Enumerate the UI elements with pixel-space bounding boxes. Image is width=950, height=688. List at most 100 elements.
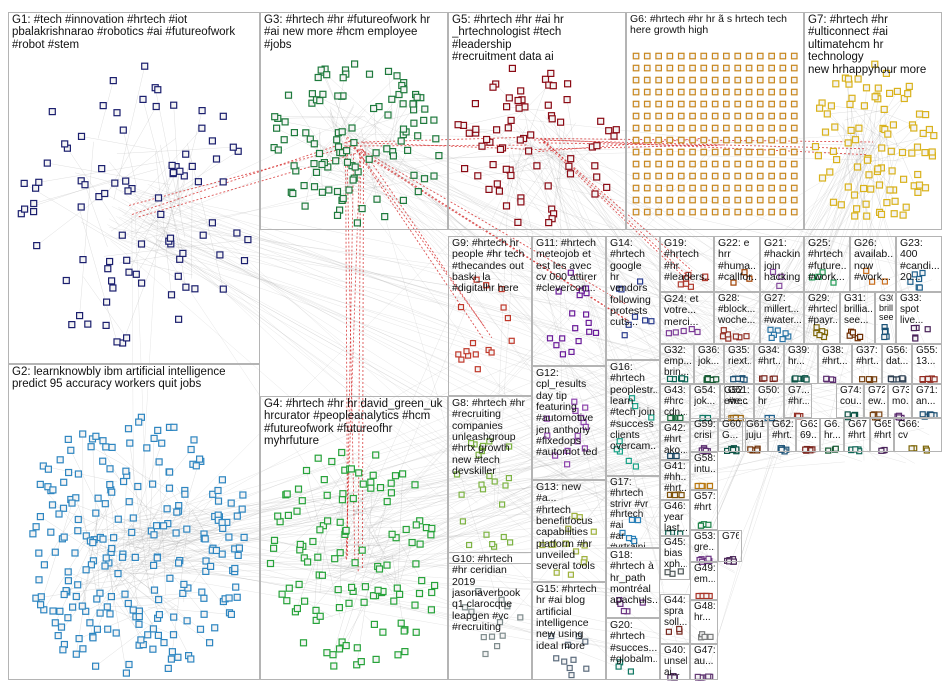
graph-node-g4 <box>304 558 312 566</box>
group-box-g21: G21: #hackin... join hacking... <box>760 236 804 292</box>
graph-node-g4 <box>402 525 410 534</box>
graph-node-g4 <box>387 489 395 497</box>
graph-node-g6 <box>779 208 787 216</box>
graph-node-g2 <box>201 535 209 543</box>
graph-node-g6 <box>768 100 776 108</box>
graph-node-g7 <box>875 181 884 189</box>
graph-node-g5 <box>517 198 525 206</box>
graph-node-g3 <box>273 124 281 132</box>
graph-node-g6 <box>711 172 719 180</box>
graph-node-g9 <box>472 351 479 358</box>
graph-edge <box>556 145 598 181</box>
graph-node-g2 <box>163 505 171 513</box>
graph-edge <box>377 585 435 598</box>
group-label: G61: juju <box>746 420 765 441</box>
graph-node-g4 <box>285 584 293 592</box>
graph-node-g6 <box>734 124 742 132</box>
graph-node-g6 <box>779 52 787 60</box>
graph-node-g8 <box>475 451 482 458</box>
graph-edge <box>869 115 882 215</box>
graph-node-g3 <box>271 113 279 121</box>
graph-node-g19 <box>702 273 709 280</box>
graph-node-g6 <box>632 76 640 84</box>
graph-node-g10 <box>482 650 489 658</box>
graph-node-g2 <box>169 631 178 639</box>
graph-edge-highlight <box>346 135 356 560</box>
graph-node-g2 <box>150 586 159 594</box>
graph-node-g2 <box>91 662 100 670</box>
graph-edge <box>35 584 125 599</box>
graph-node-g3 <box>289 189 297 198</box>
graph-node-g5 <box>591 190 599 198</box>
graph-node-g1 <box>111 179 119 187</box>
group-box-g45: G45: bias xph... <box>660 536 690 580</box>
graph-edge <box>512 172 552 210</box>
graph-node-g6 <box>734 64 742 72</box>
graph-edge <box>827 110 857 115</box>
graph-node-g7 <box>871 60 879 68</box>
group-label: G72: ew... <box>868 386 885 407</box>
graph-edge <box>381 135 912 385</box>
graph-node-g3 <box>310 183 319 191</box>
graph-node-g4 <box>359 480 367 488</box>
graph-node-g5 <box>563 95 571 104</box>
graph-node-g13 <box>567 571 575 578</box>
graph-node-g6 <box>689 208 696 216</box>
graph-node-g7 <box>871 93 879 101</box>
graph-node-g6 <box>734 160 742 168</box>
graph-edge <box>146 581 160 615</box>
group-box-g35: G35: riext... <box>724 344 754 384</box>
graph-node-g1 <box>198 106 206 115</box>
graph-edge <box>359 577 695 602</box>
graph-node-g2 <box>211 624 219 632</box>
graph-node-g8 <box>486 472 493 480</box>
graph-node-g2 <box>48 501 57 509</box>
graph-node-g6 <box>632 124 640 132</box>
graph-node-g2 <box>202 557 210 565</box>
graph-edge <box>128 541 662 571</box>
graph-node-g2 <box>56 607 64 615</box>
group-box-g57: G57: #hrt <box>690 490 718 530</box>
graph-node-g20 <box>615 663 622 670</box>
graph-node-g4 <box>415 589 424 598</box>
graph-node-g7 <box>826 168 834 176</box>
graph-node-g2 <box>183 617 191 625</box>
graph-node-g4 <box>270 544 278 552</box>
graph-edge <box>391 150 408 182</box>
graph-edge <box>126 553 355 568</box>
graph-node-g9 <box>474 366 481 373</box>
graph-edge <box>676 124 860 496</box>
graph-node-g4 <box>418 576 426 585</box>
graph-edge <box>123 232 715 433</box>
graph-node-g3 <box>370 104 378 113</box>
graph-node-g6 <box>790 136 798 144</box>
graph-edge <box>160 525 621 591</box>
graph-node-g1 <box>233 229 241 237</box>
graph-node-g4 <box>361 583 369 591</box>
graph-node-g2 <box>135 620 143 628</box>
graph-node-g6 <box>643 52 651 60</box>
graph-node-g2 <box>190 436 198 444</box>
graph-node-g7 <box>818 174 827 182</box>
graph-node-g6 <box>689 124 696 132</box>
graph-edge <box>554 176 597 179</box>
graph-node-g6 <box>689 52 696 60</box>
graph-edge <box>323 560 398 589</box>
graph-node-g3 <box>281 118 289 126</box>
graph-node-g7 <box>921 184 930 192</box>
graph-edge <box>374 149 742 332</box>
graph-node-g6 <box>643 64 651 72</box>
graph-node-g6 <box>745 172 753 180</box>
graph-edge <box>850 118 921 326</box>
graph-node-g2 <box>94 494 102 502</box>
graph-node-g3 <box>389 152 397 160</box>
graph-edge-highlight <box>345 153 349 557</box>
graph-node-g2 <box>99 457 107 465</box>
group-box-g33: G33: spot live... <box>896 292 942 344</box>
graph-node-g6 <box>700 52 708 60</box>
graph-node-g6 <box>790 172 798 180</box>
graph-node-g4 <box>299 639 308 647</box>
graph-node-g3 <box>333 211 342 219</box>
group-label: G65: #hrt <box>874 420 891 441</box>
graph-node-g4 <box>338 496 346 504</box>
